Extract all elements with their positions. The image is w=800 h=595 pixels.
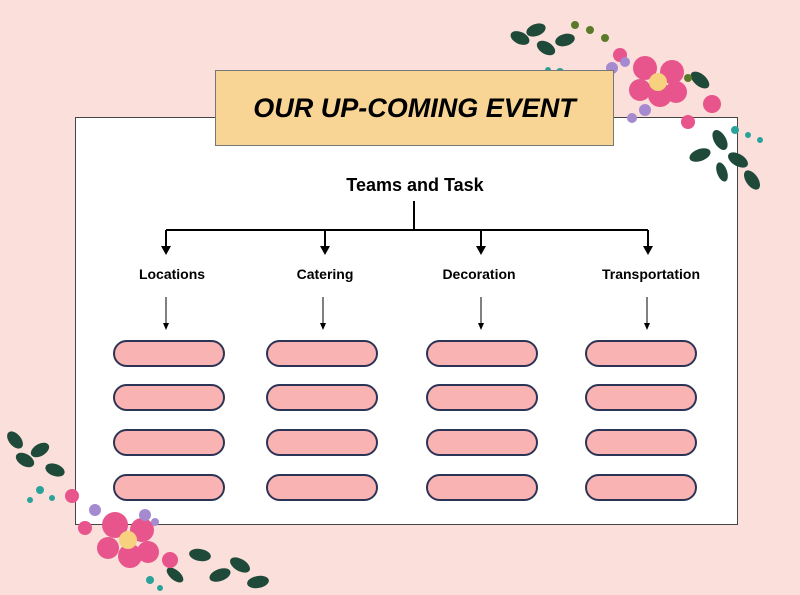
task-box-decoration-3 xyxy=(426,429,538,456)
task-box-locations-2 xyxy=(113,384,225,411)
arrowhead-catering xyxy=(320,246,330,255)
arrowhead-decoration xyxy=(476,246,486,255)
task-box-locations-3 xyxy=(113,429,225,456)
task-box-transportation-3 xyxy=(585,429,697,456)
root-node-label: Teams and Task xyxy=(346,175,484,195)
arrowhead-locations xyxy=(161,246,171,255)
column-label-locations: Locations xyxy=(138,266,206,282)
event-title-box: OUR UP-COMING EVENT xyxy=(215,70,614,146)
column-label-transportation: Transportation xyxy=(601,266,700,282)
task-box-catering-3 xyxy=(266,429,378,456)
task-box-decoration-2 xyxy=(426,384,538,411)
arrowhead-transportation xyxy=(643,246,653,255)
task-box-locations-1 xyxy=(113,340,225,367)
task-box-locations-4 xyxy=(113,474,225,501)
event-title: OUR UP-COMING EVENT xyxy=(253,92,576,123)
column-label-decoration: Decoration xyxy=(442,266,516,282)
column-label-catering: Catering xyxy=(296,266,354,282)
task-box-decoration-1 xyxy=(426,340,538,367)
task-box-catering-4 xyxy=(266,474,378,501)
diagram-card xyxy=(75,117,738,525)
task-box-decoration-4 xyxy=(426,474,538,501)
task-box-transportation-2 xyxy=(585,384,697,411)
task-box-catering-2 xyxy=(266,384,378,411)
task-box-catering-1 xyxy=(266,340,378,367)
task-box-transportation-1 xyxy=(585,340,697,367)
task-box-transportation-4 xyxy=(585,474,697,501)
